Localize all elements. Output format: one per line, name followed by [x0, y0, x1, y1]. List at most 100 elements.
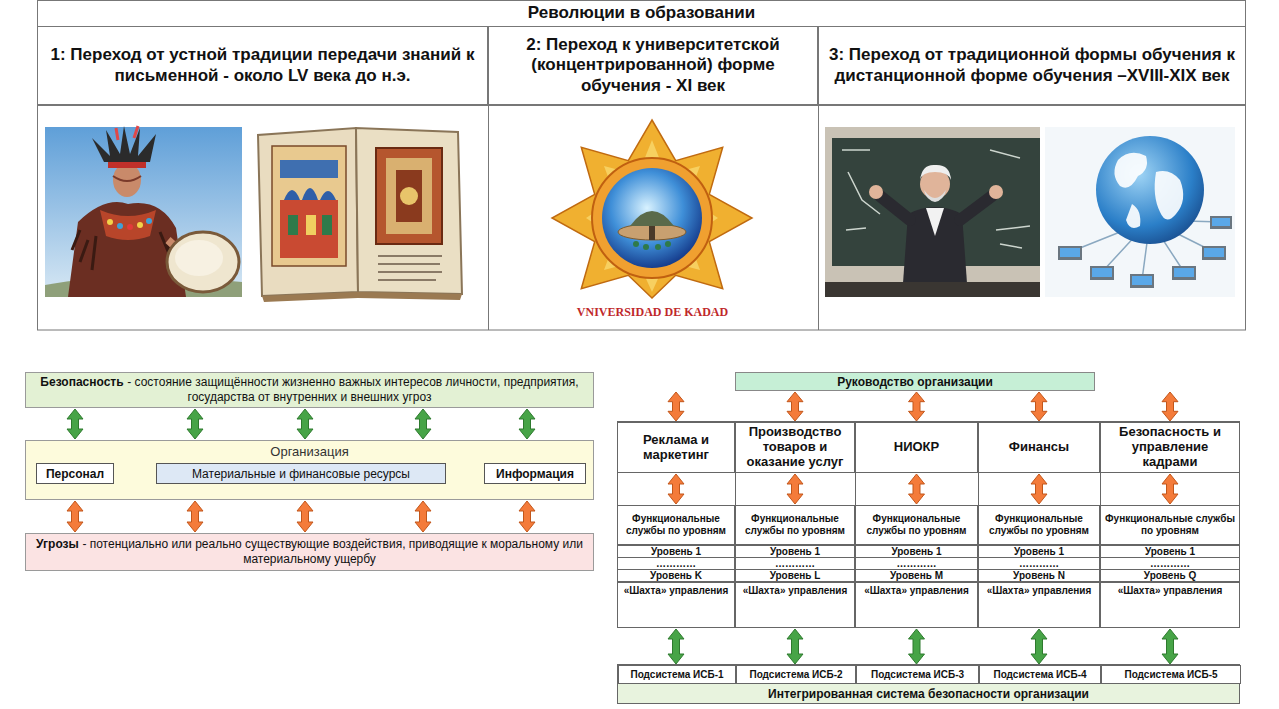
- box-text: «Шахта» управления: [858, 585, 975, 597]
- double-arrow: [1162, 392, 1178, 421]
- box-text: …………: [620, 558, 732, 569]
- double-arrow: [1162, 629, 1178, 664]
- definition-box: Безопасность- состояние защищённости жиз…: [25, 372, 594, 408]
- service-cell: Функциональные службы по уровням: [978, 505, 1100, 545]
- level-cell: Уровень Q: [1100, 569, 1240, 582]
- double-arrow: [297, 501, 313, 532]
- function-header: Финансы: [978, 422, 1100, 473]
- box-text: Уровень L: [738, 570, 852, 581]
- management-box: Руководство организации: [735, 372, 1095, 391]
- box-text: …………: [738, 558, 852, 569]
- double-arrow: [1031, 474, 1047, 504]
- header-cell: 3: Переход от традиционной формы обучени…: [818, 26, 1246, 105]
- double-arrow: [1162, 474, 1178, 504]
- double-arrow: [519, 409, 535, 439]
- shaft-cell: «Шахта» управления: [617, 582, 735, 628]
- box-text: Персонал: [40, 467, 110, 481]
- box-text: «Шахта» управления: [620, 585, 732, 597]
- subsystem-cell: Подсистема ИСБ-3: [856, 665, 979, 684]
- function-header: Безопасность и управление кадрами: [1100, 422, 1240, 473]
- service-cell: Функциональные службы по уровням: [1100, 505, 1240, 545]
- box-text: …………: [981, 558, 1097, 569]
- header-cell: 2: Переход к университетской (концентрир…: [488, 26, 818, 105]
- table-title: Революции в образовании: [37, 0, 1246, 26]
- term-heading: Угрозы: [36, 537, 79, 551]
- subsystem-cell: Подсистема ИСБ-2: [736, 665, 856, 684]
- box-text: Уровень N: [981, 570, 1097, 581]
- box-text: Функциональные службы по уровням: [858, 513, 975, 537]
- term-heading: Безопасность: [40, 375, 123, 389]
- service-cell: Функциональные службы по уровням: [855, 505, 978, 545]
- definition-box: Угрозы- потенциально или реально существ…: [25, 533, 594, 571]
- double-arrow: [909, 474, 925, 504]
- text-paragraph: Угрозы- потенциально или реально существ…: [34, 537, 585, 567]
- header-cell: 1: Переход от устной традиции передачи з…: [37, 26, 488, 105]
- service-cell: Функциональные службы по уровням: [735, 505, 855, 545]
- lecturer-photo: [825, 127, 1040, 297]
- double-arrow: [787, 392, 803, 421]
- box-text: Уровень 1: [738, 546, 852, 557]
- double-arrow: [668, 392, 684, 421]
- bottom-table-frame: [618, 421, 1240, 628]
- term-definition: - потенциально или реально существующие …: [82, 537, 583, 566]
- box-text: Информация: [488, 467, 582, 481]
- double-arrow: [668, 629, 684, 664]
- box-text: «Шахта» управления: [981, 585, 1097, 597]
- box-text: «Шахта» управления: [738, 585, 852, 597]
- box-text: Уровень 1: [858, 546, 975, 557]
- organization-box: ОрганизацияПерсонал Материальные и финанс…: [25, 440, 594, 500]
- double-arrow: [787, 474, 803, 504]
- box-text: Подсистема ИСБ-4: [982, 669, 1098, 680]
- function-header: Производство товаров и оказание услуг: [735, 422, 855, 473]
- box-text: …………: [1103, 558, 1237, 569]
- box-text: 3: Переход от традиционной формы обучени…: [825, 45, 1239, 86]
- service-cell: Функциональные службы по уровням: [617, 505, 735, 545]
- box-text: Руководство организации: [740, 375, 1090, 389]
- resource-box: Информация: [484, 463, 586, 484]
- function-header: НИОКР: [855, 422, 978, 473]
- box-text: Функциональные службы по уровням: [981, 513, 1097, 537]
- double-arrow: [415, 501, 431, 532]
- box-text: Уровень K: [620, 570, 732, 581]
- double-arrow: [668, 474, 684, 504]
- box-text: Уровень 1: [620, 546, 732, 557]
- double-arrow: [1031, 629, 1047, 664]
- level-cell: Уровень L: [735, 569, 855, 582]
- function-header: Реклама и маркетинг: [617, 422, 735, 473]
- box-text: …………: [858, 558, 975, 569]
- double-arrow: [67, 501, 83, 532]
- box-text: Организация: [26, 444, 593, 459]
- shaft-cell: «Шахта» управления: [855, 582, 978, 628]
- box-text: Реклама и маркетинг: [620, 433, 732, 463]
- box-text: «Шахта» управления: [1103, 585, 1237, 597]
- logo-caption: VNIVERSIDAD DE KADAD: [555, 305, 750, 320]
- box-text: НИОКР: [858, 440, 975, 455]
- box-text: Финансы: [981, 440, 1097, 455]
- level-cell: Уровень M: [855, 569, 978, 582]
- box-text: Функциональные службы по уровням: [1103, 513, 1237, 537]
- shaft-cell: «Шахта» управления: [978, 582, 1100, 628]
- globe-network: [1045, 127, 1235, 297]
- box-text: 1: Переход от устной традиции передачи з…: [44, 45, 481, 86]
- university-logo: [552, 120, 752, 298]
- level-cell: Уровень K: [617, 569, 735, 582]
- double-arrow: [519, 501, 535, 532]
- box-text: Интегрированная система безопасности орг…: [618, 687, 1239, 701]
- double-arrow: [67, 409, 83, 439]
- resource-box: Материальные и финансовые ресурсы: [156, 463, 446, 484]
- double-arrow: [1031, 392, 1047, 421]
- shaman-photo: [45, 126, 242, 297]
- box-text: Подсистема ИСБ-2: [739, 669, 853, 680]
- box-text: Подсистема ИСБ-1: [621, 669, 733, 680]
- double-arrow: [415, 409, 431, 439]
- subsystem-cell: Подсистема ИСБ-4: [979, 665, 1101, 684]
- box-text: 2: Переход к университетской (концентрир…: [495, 35, 811, 96]
- subsystem-cell: Подсистема ИСБ-5: [1101, 665, 1241, 684]
- box-text: Производство товаров и оказание услуг: [738, 425, 852, 470]
- double-arrow: [787, 629, 803, 664]
- box-text: Материальные и финансовые ресурсы: [160, 467, 442, 481]
- resource-box: Персонал: [36, 463, 114, 484]
- subsystem-cell: Подсистема ИСБ-1: [618, 665, 736, 684]
- double-arrow: [187, 409, 203, 439]
